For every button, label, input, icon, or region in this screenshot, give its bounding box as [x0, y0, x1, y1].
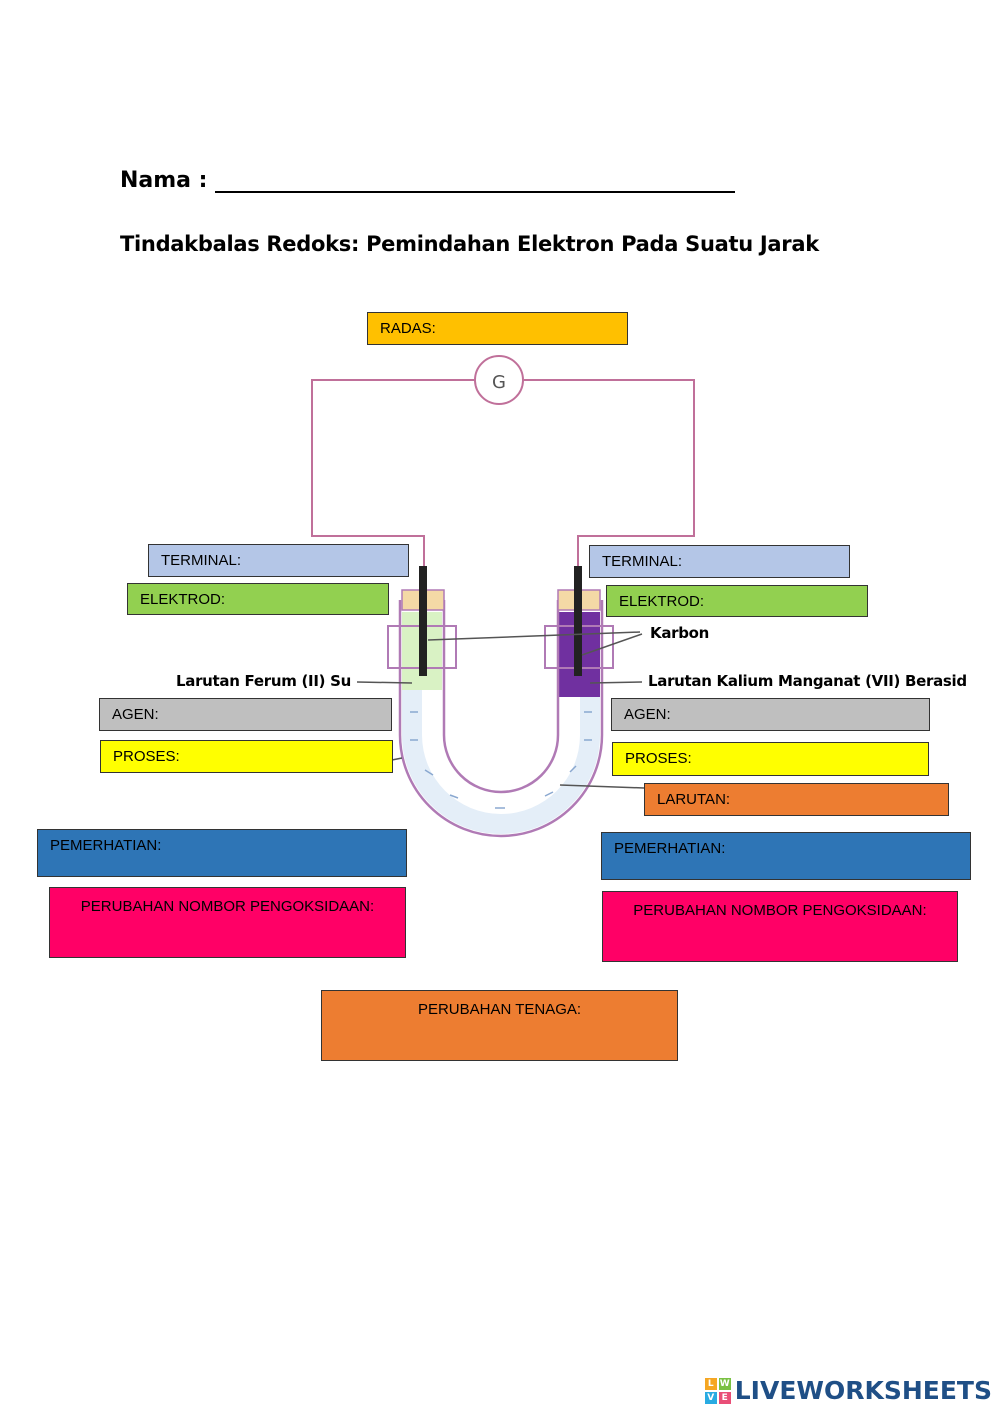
perubahan-no-right-box[interactable]: PERUBAHAN NOMBOR PENGOKSIDAAN: — [602, 891, 958, 962]
terminal-left-box[interactable]: TERMINAL: — [148, 544, 409, 577]
left-solution-pointer — [356, 681, 413, 684]
name-label: Nama : — [120, 168, 208, 193]
elektrod-right-box[interactable]: ELEKTROD: — [606, 585, 868, 617]
elektrod-left-box[interactable]: ELEKTROD: — [127, 583, 389, 615]
u-tube-inner — [442, 600, 560, 794]
galvanometer-label: G — [492, 372, 506, 393]
larutan-box[interactable]: LARUTAN: — [644, 783, 949, 816]
carbon-pointer-left — [427, 631, 641, 641]
carbon-pointer-right — [581, 633, 643, 656]
electrolyte-dashes — [410, 711, 592, 809]
proses-right-box[interactable]: PROSES: — [612, 742, 929, 776]
name-field: Nama : — [120, 168, 736, 193]
larutan-pointer — [559, 784, 645, 789]
circuit-wire-right — [524, 379, 695, 566]
radas-box[interactable]: RADAS: — [367, 312, 628, 345]
logo-text: LIVEWORKSHEETS — [734, 1376, 992, 1405]
page-title: Tindakbalas Redoks: Pemindahan Elektron … — [120, 232, 819, 256]
circuit-wire-left — [311, 379, 474, 566]
carbon-label: Karbon — [650, 624, 710, 642]
name-blank-line[interactable] — [215, 171, 736, 193]
u-tube-outer — [398, 600, 604, 838]
perubahan-no-left-box[interactable]: PERUBAHAN NOMBOR PENGOKSIDAAN: — [49, 887, 406, 958]
left-carbon-electrode — [419, 566, 427, 676]
proses-pointer — [391, 757, 403, 761]
proses-left-box[interactable]: PROSES: — [100, 740, 393, 773]
perubahan-tenaga-box[interactable]: PERUBAHAN TENAGA: — [321, 990, 678, 1061]
pemerhatian-left-box[interactable]: PEMERHATIAN: — [37, 829, 407, 877]
terminal-right-box[interactable]: TERMINAL: — [589, 545, 850, 578]
pemerhatian-right-box[interactable]: PEMERHATIAN: — [601, 832, 971, 880]
left-solution-label: Larutan Ferum (II) Su — [176, 672, 351, 690]
galvanometer-icon — [474, 355, 524, 405]
u-tube-electrolyte — [402, 690, 600, 834]
right-solution-label: Larutan Kalium Manganat (VII) Berasid — [648, 672, 967, 690]
agen-left-box[interactable]: AGEN: — [99, 698, 392, 731]
right-solution-pointer — [589, 681, 643, 684]
right-carbon-electrode — [574, 566, 582, 676]
agen-right-box[interactable]: AGEN: — [611, 698, 930, 731]
